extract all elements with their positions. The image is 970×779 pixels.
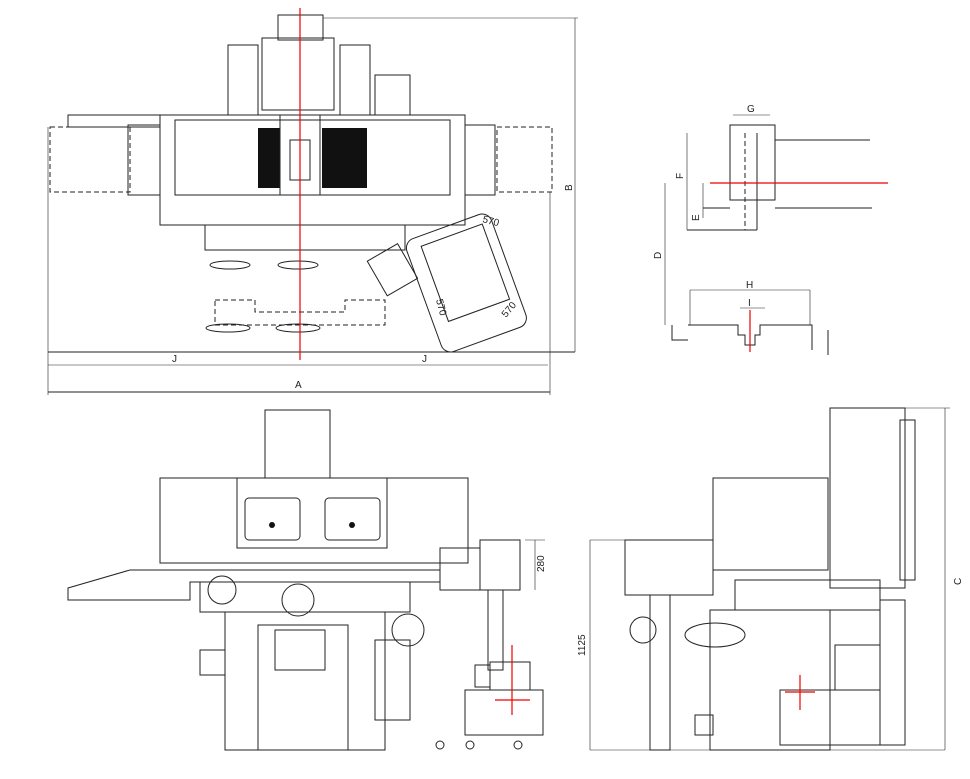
side-view: 1125 C — [577, 407, 964, 751]
dim-D-label: D — [653, 252, 664, 259]
dim-E-label: E — [691, 214, 702, 221]
front-view: 280 — [67, 409, 547, 751]
dim-G-label: G — [747, 104, 755, 115]
top-view: A B J J 570 570 570 — [47, 8, 578, 395]
height-1125-label: 1125 — [577, 634, 588, 656]
dim-H-label: H — [746, 280, 753, 291]
door-dim-570-left: 570 — [433, 298, 448, 317]
dim-I-label: I — [748, 298, 751, 309]
door-dim-570-diag: 570 — [500, 300, 519, 320]
door-dim-570-top: 570 — [481, 214, 500, 229]
dim-F-label: F — [675, 173, 686, 179]
dim-A-label: A — [295, 380, 302, 391]
tank-height-280-label: 280 — [536, 555, 547, 572]
dim-C-label: C — [953, 578, 964, 585]
detail-view: G F E D H I — [653, 104, 888, 355]
dim-B-label: B — [564, 184, 575, 191]
dim-J-right-label: J — [422, 354, 427, 365]
dim-J-left-label: J — [172, 354, 177, 365]
